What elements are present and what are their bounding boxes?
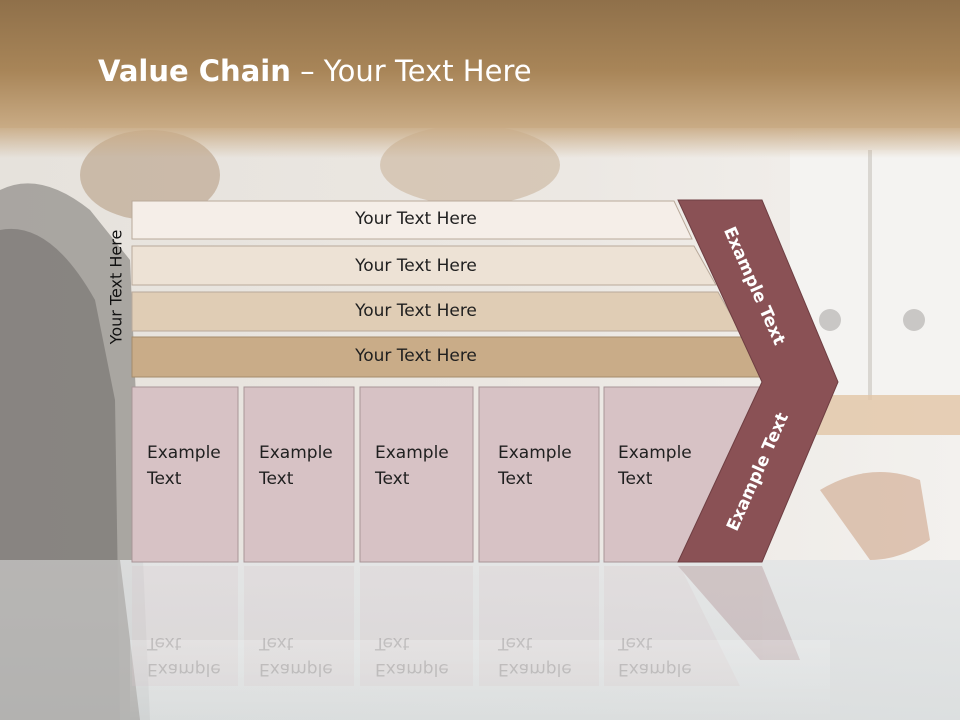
cell-shape-3 [359,386,474,563]
reflection-label-1: Example Text [147,633,221,679]
reflection-label-5: Example Text [618,633,692,679]
reflection-label-2: Example Text [259,633,333,679]
band-shape-1 [131,200,693,240]
side-label: Your Text Here [106,229,126,345]
band-label-3: Your Text Here [355,301,477,321]
cell-label-1: Example Text [147,443,221,489]
cell-shape-2 [243,386,355,563]
title-bold: Value Chain [98,54,291,88]
band-label-4: Your Text Here [355,346,477,366]
band-label-2: Your Text Here [355,256,477,276]
cell-label-3: Example Text [375,443,449,489]
cell-label-2: Example Text [259,443,333,489]
slide-title: Value Chain – Your Text Here [98,54,532,88]
chevron-shape [677,199,839,563]
band-shape-2 [131,245,717,286]
cell-label-4: Example Text [498,443,572,489]
cell-shape-1 [131,386,239,563]
cell-shape-4 [478,386,600,563]
band-label-1: Your Text Here [355,209,477,229]
reflection-label-3: Example Text [375,633,449,679]
reflection-label-4: Example Text [498,633,572,679]
title-rest: – Your Text Here [290,54,532,88]
cell-label-5: Example Text [618,443,692,489]
